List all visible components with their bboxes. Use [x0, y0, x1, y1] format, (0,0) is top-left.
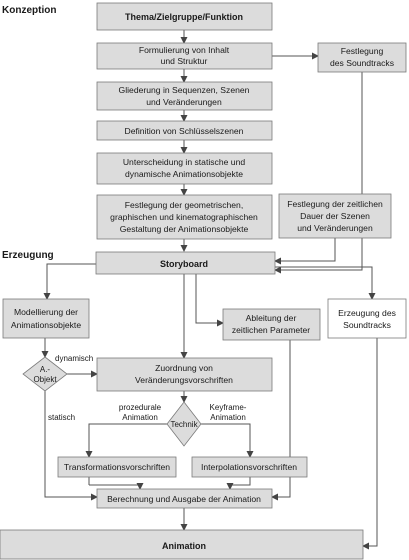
svg-text:Festlegung: Festlegung [341, 46, 384, 56]
arrow-interpolation-to-berechnung [226, 477, 251, 490]
box-zuordnung: Zuordnung von Veränderungsvorschriften [96, 357, 273, 392]
decision-objekt: A.- Objekt [22, 356, 68, 392]
box-animation: Animation [0, 529, 364, 560]
svg-text:Animationsobjekte: Animationsobjekte [11, 320, 81, 330]
box-thema: Thema/Zielgruppe/Funktion [96, 2, 273, 31]
box-erzeugung-soundtrack: Erzeugung des Soundtracks [327, 298, 407, 339]
svg-text:Technik: Technik [170, 420, 198, 429]
svg-text:Ableitung der: Ableitung der [246, 313, 297, 323]
svg-text:A.-: A.- [40, 365, 51, 374]
arrow-technik-to-interpolation [201, 423, 254, 458]
svg-text:und Veränderungen: und Veränderungen [146, 97, 222, 107]
svg-text:graphischen und kinematographi: graphischen und kinematographischen [110, 212, 258, 222]
svg-text:zeitlichen Parameter: zeitlichen Parameter [232, 325, 310, 335]
svg-text:Gliederung in Sequenzen, Szene: Gliederung in Sequenzen, Szenen [119, 85, 250, 95]
edge-label-statisch: statisch [48, 413, 75, 422]
svg-text:Gestaltung der Animationsobjek: Gestaltung der Animationsobjekte [120, 224, 249, 234]
svg-text:Transformationsvorschriften: Transformationsvorschriften [64, 462, 170, 472]
arrow-storyboard-to-erzeugung-soundtrack [275, 266, 376, 300]
arrow-ableitung-to-berechnung [271, 340, 291, 501]
arrow-dauer-to-storyboard [274, 238, 336, 265]
svg-text:dynamische Animationsobjekte: dynamische Animationsobjekte [125, 169, 243, 179]
svg-text:Soundtracks: Soundtracks [343, 320, 391, 330]
edge-label-dynamisch: dynamisch [55, 354, 93, 363]
box-transformation: Transformationsvorschriften [57, 456, 177, 478]
svg-text:Modellierung der: Modellierung der [14, 307, 78, 317]
box-schluesselszenen: Definition von Schlüsselszenen [96, 120, 273, 141]
svg-text:Interpolationsvorschriften: Interpolationsvorschriften [201, 462, 297, 472]
box-festlegung-dauer: Festlegung der zeitlichen Dauer der Szen… [278, 193, 392, 239]
section-heading-erzeugung: Erzeugung [2, 250, 54, 261]
svg-text:Festlegung der geometrischen,: Festlegung der geometrischen, [125, 200, 243, 210]
svg-text:Thema/Zielgruppe/Funktion: Thema/Zielgruppe/Funktion [125, 12, 243, 22]
svg-text:Storyboard: Storyboard [160, 259, 208, 269]
box-berechnung: Berechnung und Ausgabe der Animation [96, 488, 273, 509]
box-soundtrack-festlegung: Festlegung des Soundtracks [317, 42, 407, 73]
edge-label-prozedurale-2: Animation [122, 413, 158, 422]
svg-text:Veränderungsvorschriften: Veränderungsvorschriften [135, 375, 233, 385]
arrow-technik-to-transformation [85, 423, 167, 458]
edge-label-keyframe-2: Animation [210, 413, 246, 422]
arrow-soundtrack-to-storyboard [274, 72, 363, 274]
box-gliederung: Gliederung in Sequenzen, Szenen und Verä… [96, 81, 273, 111]
svg-text:und Veränderungen: und Veränderungen [297, 223, 373, 233]
svg-text:Objekt: Objekt [33, 375, 57, 384]
svg-text:Dauer der Szenen: Dauer der Szenen [300, 211, 370, 221]
connectors [41, 30, 378, 550]
box-ableitung: Ableitung der zeitlichen Parameter [222, 308, 321, 341]
arrow-transformation-to-berechnung [89, 483, 144, 490]
arrow-objekt-to-berechnung [44, 391, 98, 501]
svg-text:und Struktur: und Struktur [161, 56, 208, 66]
decision-technik: Technik [166, 401, 202, 447]
box-festlegung-geometrie: Festlegung der geometrischen, graphische… [96, 194, 273, 240]
box-formulierung: Formulierung von Inhalt und Struktur [96, 42, 273, 70]
box-unterscheidung: Unterscheidung in statische und dynamisc… [96, 152, 273, 185]
box-interpolation: Interpolationsvorschriften [191, 456, 308, 478]
svg-text:Definition von Schlüsselszenen: Definition von Schlüsselszenen [125, 126, 244, 136]
arrow-storyboard-to-modellierung [43, 263, 96, 300]
svg-text:Festlegung der zeitlichen: Festlegung der zeitlichen [287, 199, 383, 209]
svg-text:Formulierung von Inhalt: Formulierung von Inhalt [139, 45, 230, 55]
arrow-storyboard-to-ableitung [195, 274, 224, 327]
section-heading-konzeption: Konzeption [2, 5, 56, 16]
svg-text:Berechnung und Ausgabe der Ani: Berechnung und Ausgabe der Animation [107, 494, 261, 504]
svg-text:Unterscheidung in statische un: Unterscheidung in statische und [123, 157, 246, 167]
box-modellierung: Modellierung der Animationsobjekte [2, 298, 90, 339]
svg-text:Erzeugung des: Erzeugung des [338, 308, 396, 318]
svg-text:des Soundtracks: des Soundtracks [330, 58, 394, 68]
edge-label-keyframe-1: Keyframe- [210, 403, 247, 412]
svg-text:Animation: Animation [162, 541, 206, 551]
svg-text:Zuordnung von: Zuordnung von [155, 363, 213, 373]
arrow-soundtrack-to-animation [362, 338, 378, 550]
box-storyboard: Storyboard [95, 251, 276, 275]
edge-label-prozedurale-1: prozedurale [119, 403, 162, 412]
